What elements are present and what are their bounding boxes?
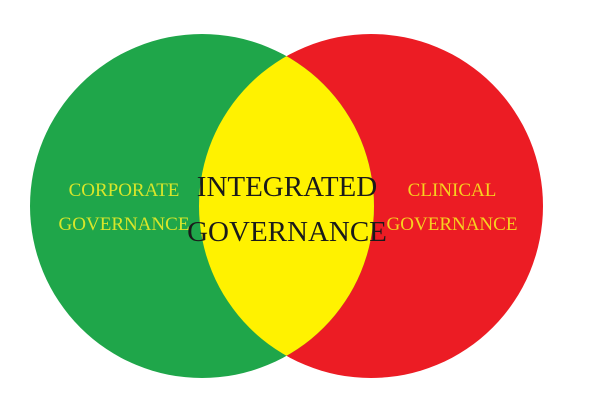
- integrated-governance-overlap: [199, 34, 374, 378]
- clinical-label-line2: GOVERNANCE: [387, 214, 518, 235]
- integrated-label-line1: INTEGRATED: [197, 171, 377, 203]
- clinical-label-line1: CLINICAL: [408, 180, 497, 201]
- corporate-label-line1: CORPORATE: [69, 180, 180, 201]
- integrated-label-line2: GOVERNANCE: [187, 216, 387, 248]
- corporate-label-line2: GOVERNANCE: [59, 214, 190, 235]
